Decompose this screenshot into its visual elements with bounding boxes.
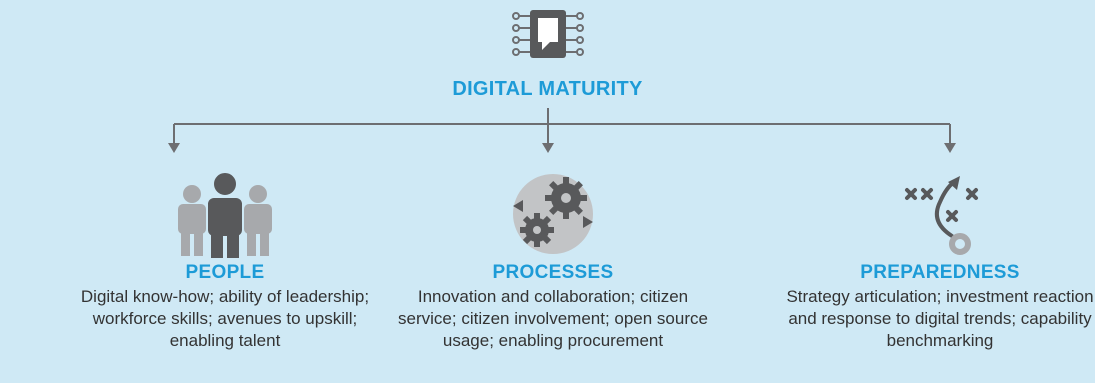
people-group-icon xyxy=(178,171,272,258)
arrow-down-icon xyxy=(944,143,956,153)
preparedness-description: Strategy articulation; investment reacti… xyxy=(786,287,1094,350)
processes-column: PROCESSES Innovation and collaboration; … xyxy=(398,170,708,352)
processes-description: Innovation and collaboration; citizen se… xyxy=(398,287,708,350)
people-heading: PEOPLE xyxy=(185,262,265,283)
people-description: Digital know-how; ability of leadership;… xyxy=(80,287,370,350)
gears-cycle-icon xyxy=(513,174,593,254)
circuit-chip-icon xyxy=(512,10,584,58)
people-column: PEOPLE Digital know-how; ability of lead… xyxy=(80,170,370,352)
arrow-down-icon xyxy=(542,143,554,153)
preparedness-column: PREPAREDNESS Strategy articulation; inve… xyxy=(785,170,1095,352)
strategy-play-icon xyxy=(905,176,978,255)
preparedness-heading: PREPAREDNESS xyxy=(860,262,1020,283)
arrow-down-icon xyxy=(168,143,180,153)
diagram-title: DIGITAL MATURITY xyxy=(452,78,643,100)
processes-heading: PROCESSES xyxy=(492,262,614,283)
